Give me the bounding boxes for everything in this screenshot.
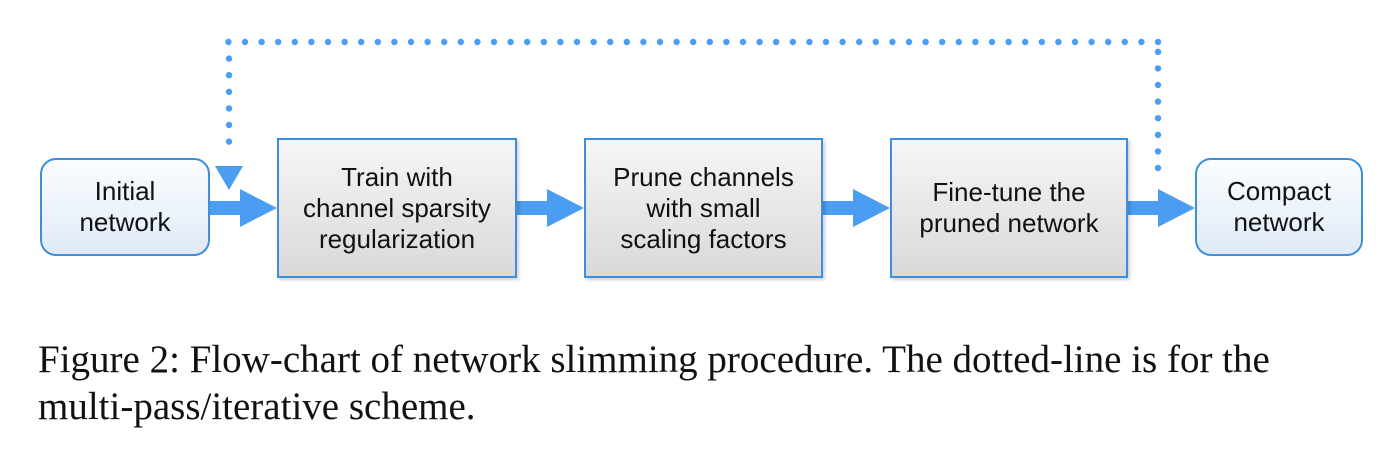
loop-dot — [225, 55, 233, 62]
loop-dot — [590, 38, 597, 46]
loop-dot — [856, 38, 863, 46]
loop-dot — [540, 38, 547, 46]
loop-dot — [656, 38, 664, 46]
loop-dot — [905, 38, 913, 46]
loop-dot — [1121, 38, 1129, 46]
loop-dot — [1154, 65, 1162, 72]
loop-dot — [1055, 38, 1062, 46]
loop-dot — [1154, 164, 1162, 172]
loop-dot — [225, 88, 233, 96]
arrow-prune-to-finetune — [823, 189, 890, 227]
loop-dot — [1138, 38, 1145, 46]
loop-dot — [889, 38, 896, 46]
loop-arrowhead — [215, 166, 243, 190]
loop-dot — [1154, 38, 1162, 46]
loop-dot — [258, 38, 265, 46]
node-compact-network: Compact network — [1195, 158, 1363, 256]
loop-dot — [972, 38, 979, 46]
loop-dot — [955, 38, 962, 46]
loop-dot — [225, 105, 233, 112]
flowchart-arrows — [210, 38, 1195, 227]
loop-dot — [324, 38, 332, 46]
loop-dot — [1021, 38, 1029, 46]
loop-dot — [225, 38, 232, 46]
loop-dot — [291, 38, 298, 46]
loop-dot — [225, 138, 233, 145]
loop-dot — [308, 38, 315, 46]
iterative-loop-dotted-line — [215, 38, 1162, 190]
loop-dot — [839, 38, 846, 46]
loop-dot — [939, 38, 946, 46]
loop-dot — [806, 38, 813, 46]
loop-dot — [1105, 38, 1112, 46]
node-fine-tune: Fine-tune the pruned network — [890, 138, 1128, 278]
loop-dot — [1154, 115, 1162, 122]
loop-dot — [739, 38, 747, 46]
loop-dot — [474, 38, 481, 46]
loop-dot — [1154, 81, 1162, 89]
loop-dot — [1154, 148, 1162, 155]
loop-dot — [573, 38, 581, 46]
loop-dot — [922, 38, 929, 46]
loop-dot — [225, 72, 233, 79]
loop-dot — [407, 38, 415, 46]
loop-dot — [773, 38, 780, 46]
loop-dot — [1038, 38, 1046, 46]
loop-dot — [1154, 98, 1162, 105]
node-initial-network: Initial network — [40, 158, 210, 256]
loop-dot — [822, 38, 830, 46]
loop-dot — [275, 38, 282, 46]
loop-dot — [1088, 38, 1095, 46]
loop-dot — [690, 38, 697, 46]
loop-dot — [789, 38, 796, 46]
loop-dot — [607, 38, 614, 46]
loop-dot — [623, 38, 630, 46]
loop-dot — [1154, 48, 1162, 55]
loop-dot — [872, 38, 879, 46]
loop-dot — [374, 38, 381, 46]
loop-dot — [341, 38, 348, 46]
loop-dot — [490, 38, 498, 46]
loop-dot — [557, 38, 564, 46]
loop-dot — [640, 38, 647, 46]
loop-dot — [988, 38, 996, 46]
arrow-finetune-to-compact — [1128, 189, 1195, 227]
loop-dot — [723, 38, 730, 46]
loop-dot — [441, 38, 448, 46]
node-prune-channels: Prune channels with small scaling factor… — [584, 138, 823, 278]
figure-caption: Figure 2: Flow-chart of network slimming… — [38, 338, 1270, 428]
arrow-initial-to-train — [210, 189, 277, 227]
loop-dot — [1071, 38, 1079, 46]
flowchart: Initial network Train with channel spars… — [40, 38, 1363, 278]
node-train-with-sparsity: Train with channel sparsity regularizati… — [277, 138, 517, 278]
loop-dot — [225, 121, 233, 129]
loop-dot — [673, 38, 680, 46]
loop-dot — [391, 38, 398, 46]
loop-dot — [241, 38, 249, 46]
loop-dot — [358, 38, 365, 46]
loop-dot — [1005, 38, 1012, 46]
loop-dot — [457, 38, 464, 46]
loop-dot — [524, 38, 531, 46]
loop-dot — [507, 38, 514, 46]
arrow-train-to-prune — [517, 189, 584, 227]
loop-dot — [424, 38, 431, 46]
loop-dot — [706, 38, 713, 46]
loop-dot — [756, 38, 763, 46]
loop-dot — [1154, 131, 1162, 138]
